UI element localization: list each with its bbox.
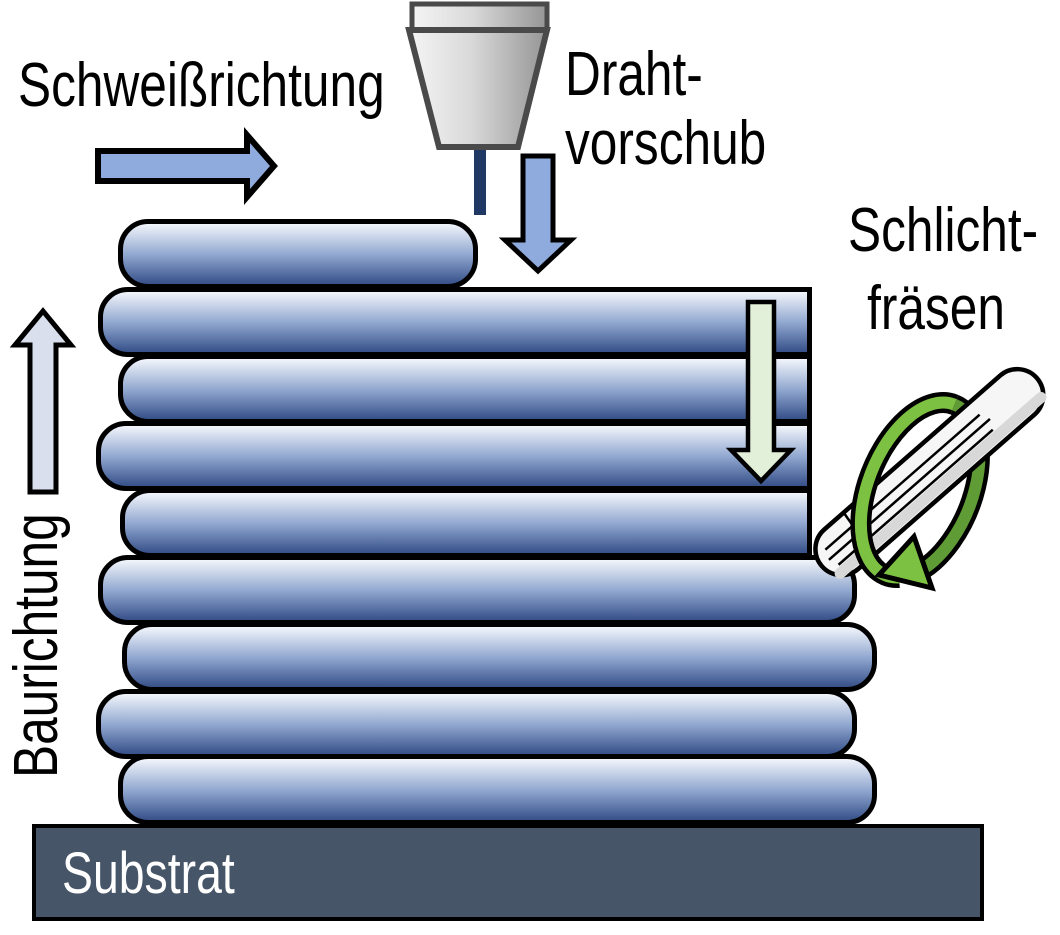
weld-bead-milled — [98, 287, 812, 357]
weld-bead-milled — [118, 354, 812, 424]
welding-wire — [474, 147, 486, 215]
weld-bead-milled — [120, 488, 812, 558]
weld-bead-top — [118, 219, 478, 289]
weld-bead — [96, 689, 857, 759]
finish-milling-label: Schlicht- fräsen — [848, 192, 1039, 348]
wire-feed-label: Draht- vorschub — [565, 40, 766, 178]
wire-feed-arrow — [498, 153, 578, 275]
finish-milling-label-line2: fräsen — [867, 274, 1005, 343]
substrate-label: Substrat — [62, 841, 235, 907]
welding-torch-icon — [405, 1, 551, 215]
substrate-plate: Substrat — [32, 824, 984, 921]
wire-feed-label-line1: Draht- — [565, 40, 703, 109]
weld-bead-milled — [96, 421, 812, 491]
rotation-arrowhead — [874, 531, 936, 592]
wire-feed-label-line2: vorschub — [565, 109, 767, 178]
weld-bead — [98, 555, 857, 625]
weld-direction-arrow — [95, 126, 278, 206]
weld-bead — [122, 622, 877, 692]
finish-milling-label-line1: Schlicht- — [848, 196, 1039, 265]
weld-bead — [118, 754, 877, 825]
build-direction-arrow — [9, 307, 77, 495]
build-direction-label: Baurichtung — [2, 513, 71, 778]
end-mill-tool — [813, 366, 1047, 579]
weld-direction-label: Schweißrichtung — [18, 51, 385, 120]
milling-cutter-icon — [813, 366, 1047, 592]
